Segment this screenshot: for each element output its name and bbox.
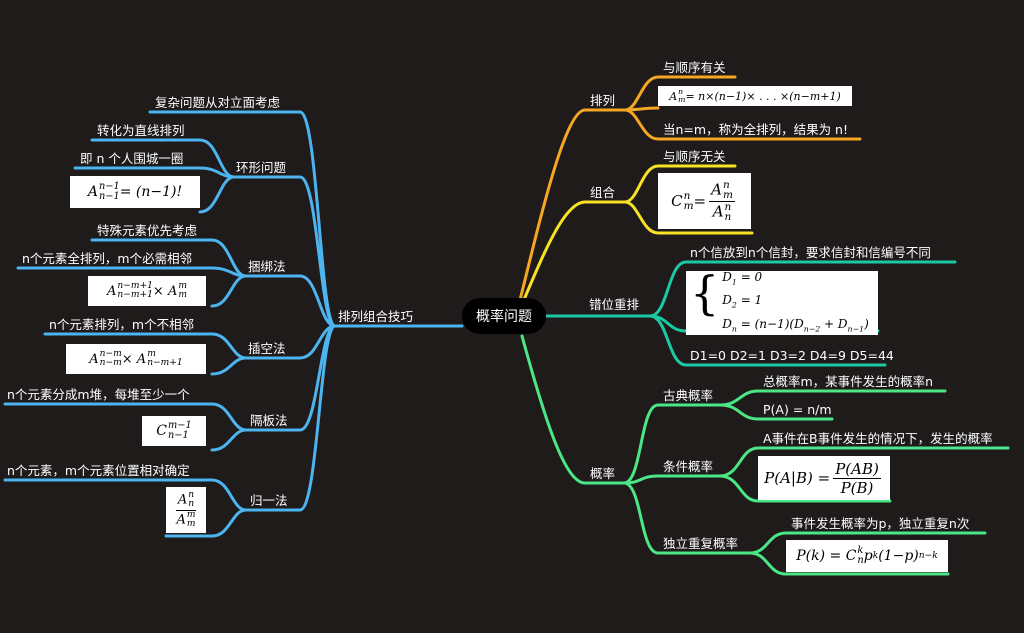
link-root-gailv [520, 334, 587, 485]
root-label: 概率问题 [476, 309, 532, 325]
geban-item-desc[interactable]: n个元素分成m堆，每堆至少一个 [7, 387, 190, 402]
link-gailv-duli [622, 481, 752, 555]
duli-item-desc[interactable]: 事件发生概率为p，独立重复n次 [791, 516, 970, 531]
node-guiyi[interactable]: 归一法 [250, 493, 288, 508]
link-root-zuhe [521, 200, 587, 304]
tiaojian-item-desc[interactable]: A事件在B事件发生的情况下，发生的概率 [763, 431, 993, 446]
cuowei-item-desc[interactable]: n个信放到n个信封，要求信封和信编号不同 [690, 245, 931, 260]
link-zuhe-item1 [623, 164, 737, 204]
link-kunbang-item2 [16, 266, 248, 278]
link-pailie-item3 [623, 108, 862, 141]
link-left-chakong [244, 324, 337, 360]
link-geban-item1 [3, 402, 248, 432]
zuhe-item-order[interactable]: 与顺序无关 [663, 149, 726, 164]
node-geban[interactable]: 隔板法 [250, 413, 288, 428]
cuowei-item-values[interactable]: D1=0 D2=1 D3=2 D4=9 D5=44 [690, 348, 894, 363]
formula-conditional: P(A|B) =P(AB)P(B) [758, 456, 890, 500]
node-pailie[interactable]: 排列 [590, 93, 616, 108]
node-gudian[interactable]: 古典概率 [663, 388, 714, 403]
link-left-guiyi [244, 324, 337, 512]
node-zuhe[interactable]: 组合 [590, 185, 616, 200]
node-chakong[interactable]: 插空法 [248, 341, 286, 356]
guiyi-item-desc[interactable]: n个元素，m个元素位置相对确定 [7, 463, 190, 478]
node-cuowei[interactable]: 错位重排 [589, 297, 640, 312]
link-gudian-item2 [718, 403, 834, 421]
node-left-root[interactable]: 排列组合技巧 [338, 309, 414, 324]
kunbang-item-adjacent[interactable]: n个元素全排列，m个必需相邻 [22, 251, 193, 266]
link-gailv-gudian [622, 403, 722, 485]
chakong-item-nonadjacent[interactable]: n个元素排列，m个不相邻 [49, 317, 195, 332]
pailie-item-order[interactable]: 与顺序有关 [663, 60, 726, 75]
kunbang-item-priority[interactable]: 特殊元素优先考虑 [97, 223, 198, 238]
link-guiyi-item2 [164, 508, 248, 538]
link-gailv-tiaojian [622, 474, 722, 485]
link-kunbang-item3 [210, 274, 248, 308]
huanxing-item-line[interactable]: 转化为直线排列 [97, 123, 185, 138]
left-item-fuza[interactable]: 复杂问题从对立面考虑 [155, 95, 281, 110]
link-huanxing-item3 [198, 175, 236, 214]
node-huanxing[interactable]: 环形问题 [236, 160, 287, 175]
root-node[interactable]: 概率问题 [462, 298, 546, 334]
huanxing-item-circle[interactable]: 即 n 个人围城一圈 [80, 151, 184, 166]
link-tiaojian-item1 [718, 446, 1010, 478]
gudian-item-formula[interactable]: P(A) = n/m [763, 402, 832, 417]
gudian-item-desc[interactable]: 总概率m，某事件发生的概率n [763, 374, 934, 389]
link-guiyi-item1 [3, 478, 248, 512]
link-gudian-item1 [718, 389, 947, 407]
node-gailv[interactable]: 概率 [590, 466, 616, 481]
link-cuowei-item1 [648, 260, 957, 318]
link-left-kunbang [244, 274, 337, 328]
pailie-item-full[interactable]: 当n=m，称为全排列，结果为 n! [663, 122, 848, 137]
link-root-pailie [518, 108, 587, 302]
link-geban-item2 [210, 428, 248, 452]
node-duli[interactable]: 独立重复概率 [663, 536, 739, 551]
node-tiaojian[interactable]: 条件概率 [663, 459, 714, 474]
link-zuhe-item2 [623, 200, 754, 235]
link-tiaojian-item2 [718, 474, 892, 503]
node-kunbang[interactable]: 捆绑法 [248, 259, 286, 274]
link-cuowei-item3 [648, 314, 887, 367]
link-chakong-item2 [210, 356, 248, 376]
link-left-huanxing [232, 175, 337, 328]
link-duli-item2 [748, 551, 950, 576]
